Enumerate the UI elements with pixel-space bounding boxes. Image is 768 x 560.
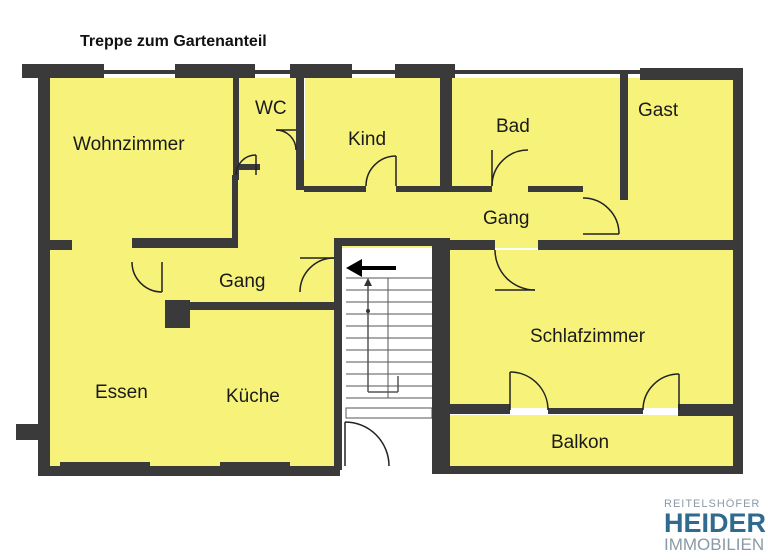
label-schlafzimmer: Schlafzimmer xyxy=(530,326,646,347)
room-schlafzimmer xyxy=(450,250,733,408)
label-essen: Essen xyxy=(95,382,148,403)
label-balkon: Balkon xyxy=(551,432,609,453)
floor-areas xyxy=(50,78,733,468)
brand-line-3: IMMOBILIEN xyxy=(664,535,765,554)
door-swings xyxy=(131,129,680,467)
label-bad: Bad xyxy=(496,116,530,137)
plan-title: Treppe zum Gartenanteil xyxy=(80,33,267,50)
room-wc xyxy=(238,78,300,168)
label-wohnzimmer: Wohnzimmer xyxy=(73,134,185,155)
label-wc: WC xyxy=(255,98,287,119)
brand-logo: REITELSHÖFER HEIDER IMMOBILIEN xyxy=(664,498,768,560)
room-wohnzimmer xyxy=(50,78,238,248)
walls xyxy=(16,64,743,476)
room-essen xyxy=(50,248,180,468)
room-gast xyxy=(625,78,733,248)
label-kind: Kind xyxy=(348,129,386,150)
brand-line-2: HEIDER xyxy=(664,508,767,538)
brand-line-1: REITELSHÖFER xyxy=(664,498,761,510)
label-kueche: Küche xyxy=(226,386,280,407)
room-kueche xyxy=(180,308,340,468)
stairwell xyxy=(340,248,438,470)
room-gang-lower xyxy=(170,240,340,308)
label-gast: Gast xyxy=(638,100,679,121)
label-gang-lower: Gang xyxy=(219,271,265,292)
stair-direction-arrow xyxy=(346,259,396,277)
label-gang-upper: Gang xyxy=(483,208,529,229)
room-balkon xyxy=(450,415,733,467)
